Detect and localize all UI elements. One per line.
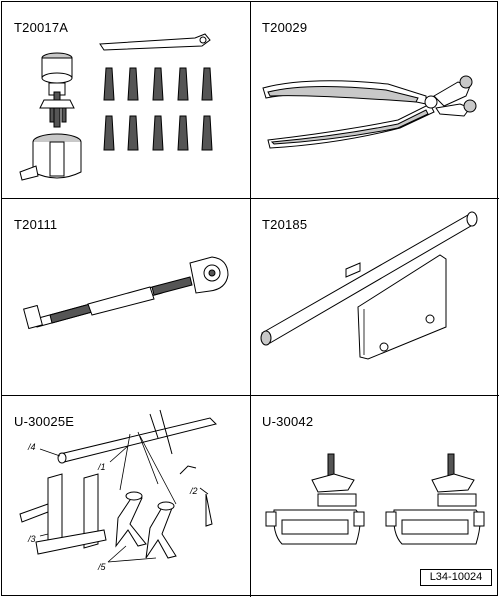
clamp-left [265,453,365,545]
callout-3: /3 [28,534,36,544]
tool-label-t20185: T20185 [262,217,308,232]
tool-label-t20029: T20029 [262,20,308,35]
t20017a-illustration [19,33,213,181]
tool-label-u30025e: U-30025E [14,414,75,429]
t20185-illustration [260,211,478,360]
figure-reference: L34-10024 [420,569,492,586]
grid-vertical-divider [250,2,251,597]
tool-label-t20017a: T20017A [14,20,69,35]
u30025e-illustration [19,409,217,563]
callout-4: /4 [28,442,36,452]
tool-label-t20111: T20111 [14,217,58,232]
u30042-clamps-illustration [265,453,485,545]
grid-row-divider-2 [2,395,499,396]
callout-2: /2 [190,486,198,496]
clamp-right [385,453,485,545]
cone-row-top [103,67,213,101]
t20029-pliers-illustration [262,75,477,149]
cone-row-bottom [103,115,213,151]
callout-1: /1 [98,462,106,472]
t20111-illustration [23,256,229,330]
callout-5: /5 [98,562,106,572]
grid-row-divider-1 [2,198,499,199]
tool-label-u30042: U-30042 [262,414,314,429]
